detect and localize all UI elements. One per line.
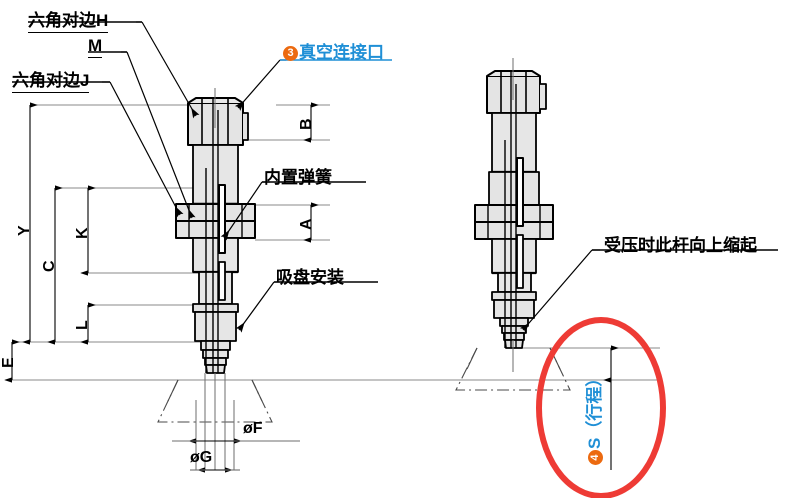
dimension-label-B: B <box>298 118 315 130</box>
dimension-label-K: K <box>74 227 91 239</box>
dimension-lines-left <box>4 102 319 383</box>
callout-number-4-badge: 4 <box>588 450 603 465</box>
callout-vacuum-port-label: 真空连接口 <box>299 43 384 62</box>
leader-lines-left <box>102 21 286 333</box>
callout-pad-mounting: 吸盘安装 <box>276 268 344 287</box>
dimension-label-A: A <box>298 218 315 230</box>
dimension-label-Y: Y <box>16 225 33 236</box>
right-assembly <box>474 70 554 349</box>
callout-stroke: 4S（行程） <box>580 370 605 465</box>
highlight-ellipse <box>536 317 666 498</box>
callout-built-in-spring: 内置弹簧 <box>264 168 332 187</box>
dimension-label-E: E <box>0 357 17 368</box>
callout-number-3-badge: 3 <box>283 46 298 61</box>
callout-thread-m: M <box>88 36 103 58</box>
dimension-lines-diameter <box>172 438 300 473</box>
dimension-label-G: øG <box>190 449 213 466</box>
left-assembly <box>175 97 256 374</box>
dimension-label-C: C <box>41 260 58 272</box>
left-center-lines <box>195 88 235 470</box>
callout-hex-across-flats-j: 六角对边J <box>12 66 90 93</box>
callout-hex-across-flats-h: 六角对边H <box>28 6 109 33</box>
dimension-label-F: øF <box>243 420 263 437</box>
callout-stroke-label: S（行程） <box>585 369 604 449</box>
dimension-label-L: L <box>74 320 91 330</box>
callout-rod-retracts: 受压时此杆向上缩起 <box>604 236 757 255</box>
